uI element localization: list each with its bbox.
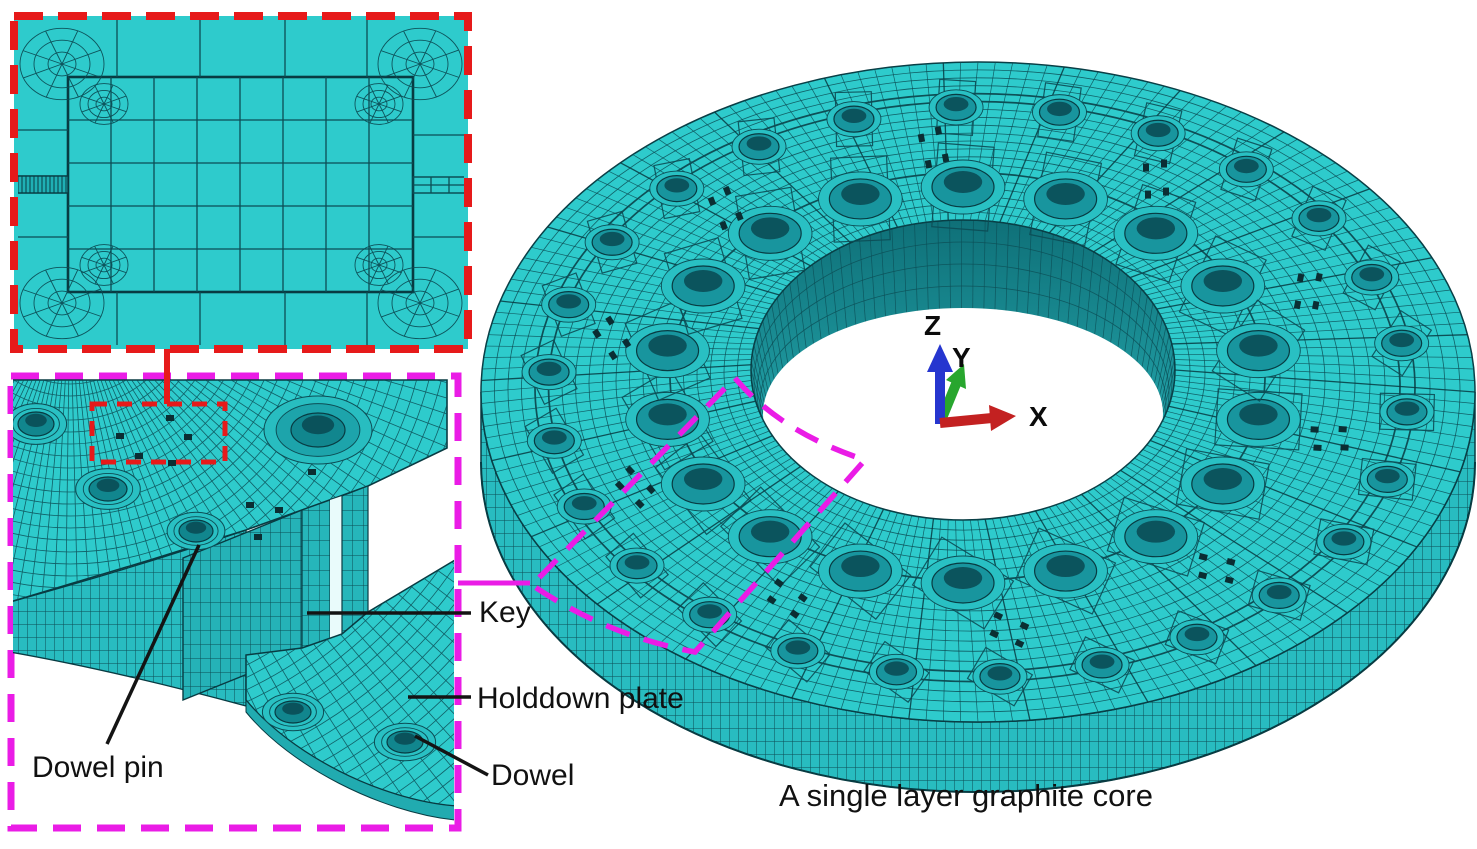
inner-hole-row: [621, 142, 1306, 630]
axis-z-label: Z: [924, 310, 942, 341]
axis-x-label: X: [1029, 401, 1048, 432]
ring-inner-bore-wall: [751, 220, 1175, 520]
label-holddown-plate: Holddown plate: [477, 682, 684, 715]
mesh-detail-inset: [10, 12, 472, 353]
label-key: Key: [479, 596, 531, 629]
outer-hole-row: [520, 78, 1435, 707]
wedge-segment-inset: [7, 372, 462, 832]
sector-highlight-outline: [527, 373, 870, 655]
keyway-marks: [592, 126, 1349, 648]
figure-caption: A single layer graphite core: [779, 778, 1153, 813]
axis-y-label: Y: [952, 342, 971, 373]
label-dowel-pin: Dowel pin: [32, 751, 164, 784]
callout-connectors: [105, 349, 530, 777]
axis-triad: [927, 344, 1016, 431]
label-dowel: Dowel: [491, 759, 575, 792]
